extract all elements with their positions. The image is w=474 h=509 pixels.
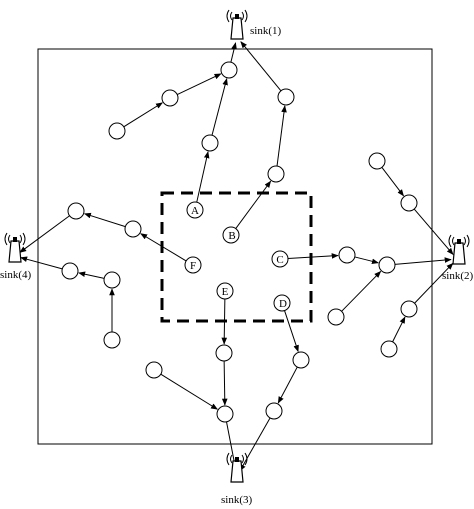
network-field-boundary — [37, 48, 433, 445]
sensor-node-n10 — [103, 271, 121, 289]
node-label-f: F — [190, 260, 196, 272]
edge-n22-to-n23 — [277, 366, 298, 404]
sensor-node-n1 — [108, 122, 126, 140]
sensor-node-n11 — [103, 331, 121, 349]
edge-n6-to-n5 — [276, 105, 287, 167]
edge-n17-to-S2 — [414, 262, 454, 304]
sensor-node-n12 — [338, 246, 356, 264]
sensor-node-n5 — [277, 88, 295, 106]
sensor-node-n20 — [145, 361, 163, 379]
node-label-a: A — [191, 205, 199, 217]
node-label-e: E — [222, 286, 229, 298]
edge-E-to-n19 — [221, 298, 228, 345]
sink-2-label: sink(2) — [442, 270, 474, 282]
sensor-node-n23 — [265, 402, 283, 420]
sensor-node-c — [271, 250, 289, 268]
sensor-node-n8 — [124, 220, 142, 238]
edge-n14-to-n15 — [381, 167, 404, 197]
node-label-d: D — [279, 298, 287, 310]
sensor-node-n19 — [215, 344, 233, 362]
edge-F-to-n8 — [140, 233, 187, 262]
edge-n15-to-S2 — [413, 208, 454, 255]
sink-3-icon — [226, 452, 248, 483]
sensor-node-n4 — [201, 134, 219, 152]
edges-group — [19, 41, 454, 472]
edge-n4-to-n3 — [211, 78, 228, 136]
sink-1-icon — [226, 9, 248, 40]
sensor-node-n22 — [292, 351, 310, 369]
edge-C-to-n12 — [287, 253, 339, 260]
edge-n9-to-S4 — [20, 256, 63, 270]
sensor-node-a — [186, 201, 204, 219]
edge-n10-to-n9 — [78, 271, 105, 279]
sink-1-label: sink(1) — [250, 25, 282, 37]
sensor-node-e — [216, 282, 234, 300]
sink-4-icon — [4, 232, 26, 263]
edge-n7-to-S4 — [19, 215, 70, 253]
sensor-node-n9 — [61, 262, 79, 280]
node-label-c: C — [276, 254, 283, 266]
edge-n2-to-n3 — [177, 73, 222, 96]
sensor-node-b — [222, 226, 240, 244]
edge-n13-to-S2 — [394, 257, 452, 265]
nodes-group — [61, 61, 418, 423]
sensor-node-n17 — [400, 300, 418, 318]
sensor-node-n14 — [368, 152, 386, 170]
sink-4-label: sink(4) — [0, 269, 32, 281]
edge-n5-to-S1 — [240, 41, 282, 92]
sink-2-icon — [448, 234, 470, 265]
sink-3-label: sink(3) — [221, 494, 253, 506]
edge-n8-to-n7 — [83, 212, 126, 228]
sensor-node-n7 — [67, 202, 85, 220]
sensor-node-n2 — [161, 89, 179, 107]
edge-D-to-n22 — [284, 310, 299, 353]
sensor-node-f — [184, 256, 202, 274]
edge-n16-to-n13 — [341, 270, 382, 312]
edge-n12-to-n13 — [354, 256, 379, 265]
sensor-node-n13 — [378, 256, 396, 274]
sensor-node-n15 — [400, 194, 418, 212]
sensor-node-n3 — [220, 61, 238, 79]
edge-n20-to-n21 — [160, 373, 218, 410]
edge-n23-to-S3 — [239, 417, 271, 472]
edge-n18-to-n17 — [392, 316, 406, 343]
edge-B-to-n6 — [235, 180, 272, 229]
sensor-node-d — [273, 294, 291, 312]
edge-n19-to-n21 — [221, 360, 228, 406]
edge-n1-to-n2 — [123, 102, 163, 128]
sensor-node-n16 — [327, 308, 345, 326]
node-label-b: B — [228, 230, 235, 242]
sensor-node-n6 — [267, 165, 285, 183]
edge-n3-to-S1 — [230, 42, 237, 63]
sensor-node-n18 — [380, 340, 398, 358]
edge-A-to-n4 — [196, 151, 210, 203]
sensor-node-n21 — [216, 405, 234, 423]
